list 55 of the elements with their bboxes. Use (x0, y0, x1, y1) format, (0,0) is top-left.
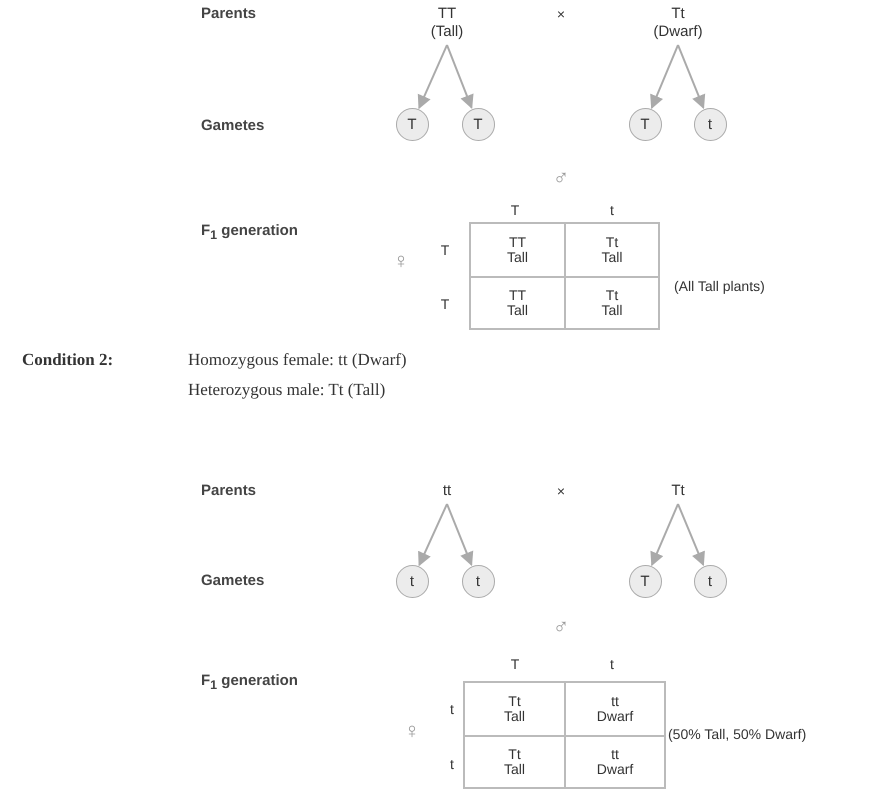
male-symbol: ♂ (552, 167, 570, 189)
arrow (677, 504, 705, 566)
gamete-circle: T (628, 564, 662, 598)
column-heading: t (610, 202, 614, 218)
female-symbol: ♀ (392, 250, 410, 272)
table-cell: tt Dwarf (564, 735, 666, 789)
arrow (418, 504, 448, 566)
arrow (418, 44, 448, 110)
row-allele: T (440, 242, 450, 258)
result-note: (50% Tall, 50% Dwarf) (668, 726, 806, 742)
column-heading: t (610, 656, 614, 672)
column-heading: T (510, 202, 520, 218)
gamete-circle: t (462, 564, 494, 598)
result-note: (All Tall plants) (674, 278, 765, 294)
arrow (650, 44, 679, 110)
row-allele: t (450, 701, 454, 717)
table-cell: TT Tall (469, 222, 566, 278)
genotype-text: TT (438, 5, 456, 23)
row-heading: Gametes (201, 117, 264, 134)
gamete-circle: T (628, 108, 662, 140)
gamete-circle: t (694, 564, 726, 598)
condition-heading: Condition 2: (22, 350, 114, 370)
row-heading: F$_{1}$ generation (201, 672, 298, 692)
cross-sign: × (556, 483, 566, 499)
table-cell: Tt Tall (564, 276, 660, 330)
table-cell: Tt Tall (463, 735, 566, 789)
row-heading: Parents (201, 482, 256, 499)
arrow (650, 504, 679, 566)
gamete-circle: t (694, 108, 726, 140)
condition-text: Homozygous female: tt (Dwarf) (188, 350, 407, 370)
arrow (446, 44, 474, 110)
gamete-circle: T (396, 108, 428, 140)
table-cell: TT Tall (469, 276, 566, 330)
table-cell: Tt Tall (463, 681, 566, 737)
gamete-circle: t (396, 564, 428, 598)
column-heading: T (510, 656, 520, 672)
condition-text: Heterozygous male: Tt (Tall) (188, 380, 386, 400)
phenotype-text: (Tall) (430, 23, 464, 41)
genotype-text: Tt (671, 5, 685, 23)
arrow (677, 44, 706, 110)
cross-sign: × (556, 6, 566, 22)
gamete-circle: T (462, 108, 494, 140)
row-heading: Gametes (201, 572, 264, 589)
table-cell: tt Dwarf (564, 681, 666, 737)
arrow (446, 504, 474, 566)
row-allele: t (450, 756, 454, 772)
male-symbol: ♂ (552, 616, 570, 638)
genotype-text: Tt (671, 482, 685, 500)
female-symbol: ♀ (404, 720, 420, 742)
row-heading: F$_{1}$ generation (201, 222, 298, 242)
row-allele: T (440, 296, 450, 312)
phenotype-text: (Dwarf) (653, 23, 703, 41)
genotype-text: tt (442, 482, 452, 500)
table-cell: Tt Tall (564, 222, 660, 278)
row-heading: Parents (201, 5, 256, 22)
